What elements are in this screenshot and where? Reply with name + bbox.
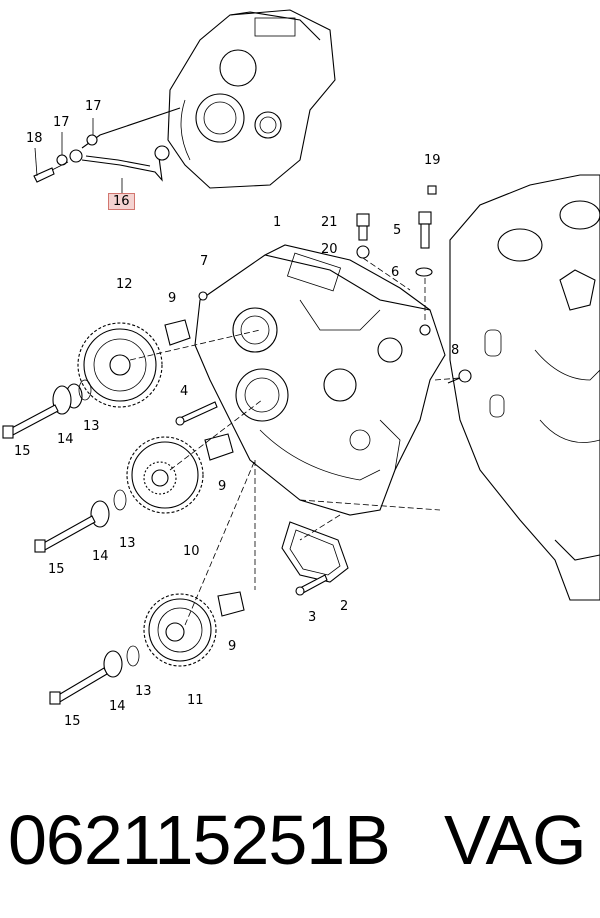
callout-13-middle: 13	[119, 536, 136, 551]
callout-4: 4	[180, 384, 189, 399]
callout-10: 10	[183, 544, 200, 559]
callout-19: 19	[424, 153, 441, 168]
assembly-lines	[299, 377, 461, 541]
callout-13-bottom: 13	[135, 684, 152, 699]
callout-16-highlighted: 16	[108, 193, 135, 210]
gasket	[281, 521, 349, 583]
right-engine-block	[449, 174, 600, 601]
callout-13-top: 13	[83, 419, 100, 434]
callout-2: 2	[340, 599, 349, 614]
callout-17-right: 17	[85, 99, 102, 114]
callout-14-top: 14	[57, 432, 74, 447]
callout-15-top: 15	[14, 444, 31, 459]
callout-15-middle: 15	[48, 562, 65, 577]
callout-9-top: 9	[168, 291, 177, 306]
callout-8: 8	[451, 343, 460, 358]
callout-14-middle: 14	[92, 549, 109, 564]
callout-21: 21	[321, 215, 338, 230]
callout-5: 5	[393, 223, 402, 238]
oil-pipe-assembly	[33, 107, 181, 196]
callout-3: 3	[308, 610, 317, 625]
callout-9-middle: 9	[218, 479, 227, 494]
fasteners	[175, 185, 472, 596]
callout-14-bottom: 14	[109, 699, 126, 714]
upper-engine-block	[167, 9, 336, 189]
callout-17-left: 17	[53, 115, 70, 130]
brand-name: VAG	[444, 801, 587, 879]
gear-11-assembly	[49, 459, 256, 705]
callout-12: 12	[116, 277, 133, 292]
callout-9-bottom: 9	[228, 639, 237, 654]
callout-11: 11	[187, 693, 204, 708]
callout-18: 18	[26, 131, 43, 146]
exploded-parts-diagram	[2, 9, 600, 705]
timing-case-cover	[194, 244, 446, 516]
callout-1: 1	[273, 215, 282, 230]
callout-6: 6	[391, 265, 400, 280]
callout-15-bottom: 15	[64, 714, 81, 729]
gear-12-assembly	[2, 319, 261, 439]
callout-20: 20	[321, 242, 338, 257]
callout-7: 7	[200, 254, 209, 269]
part-number: 062115251B	[8, 801, 391, 879]
gear-10-assembly	[34, 399, 263, 553]
